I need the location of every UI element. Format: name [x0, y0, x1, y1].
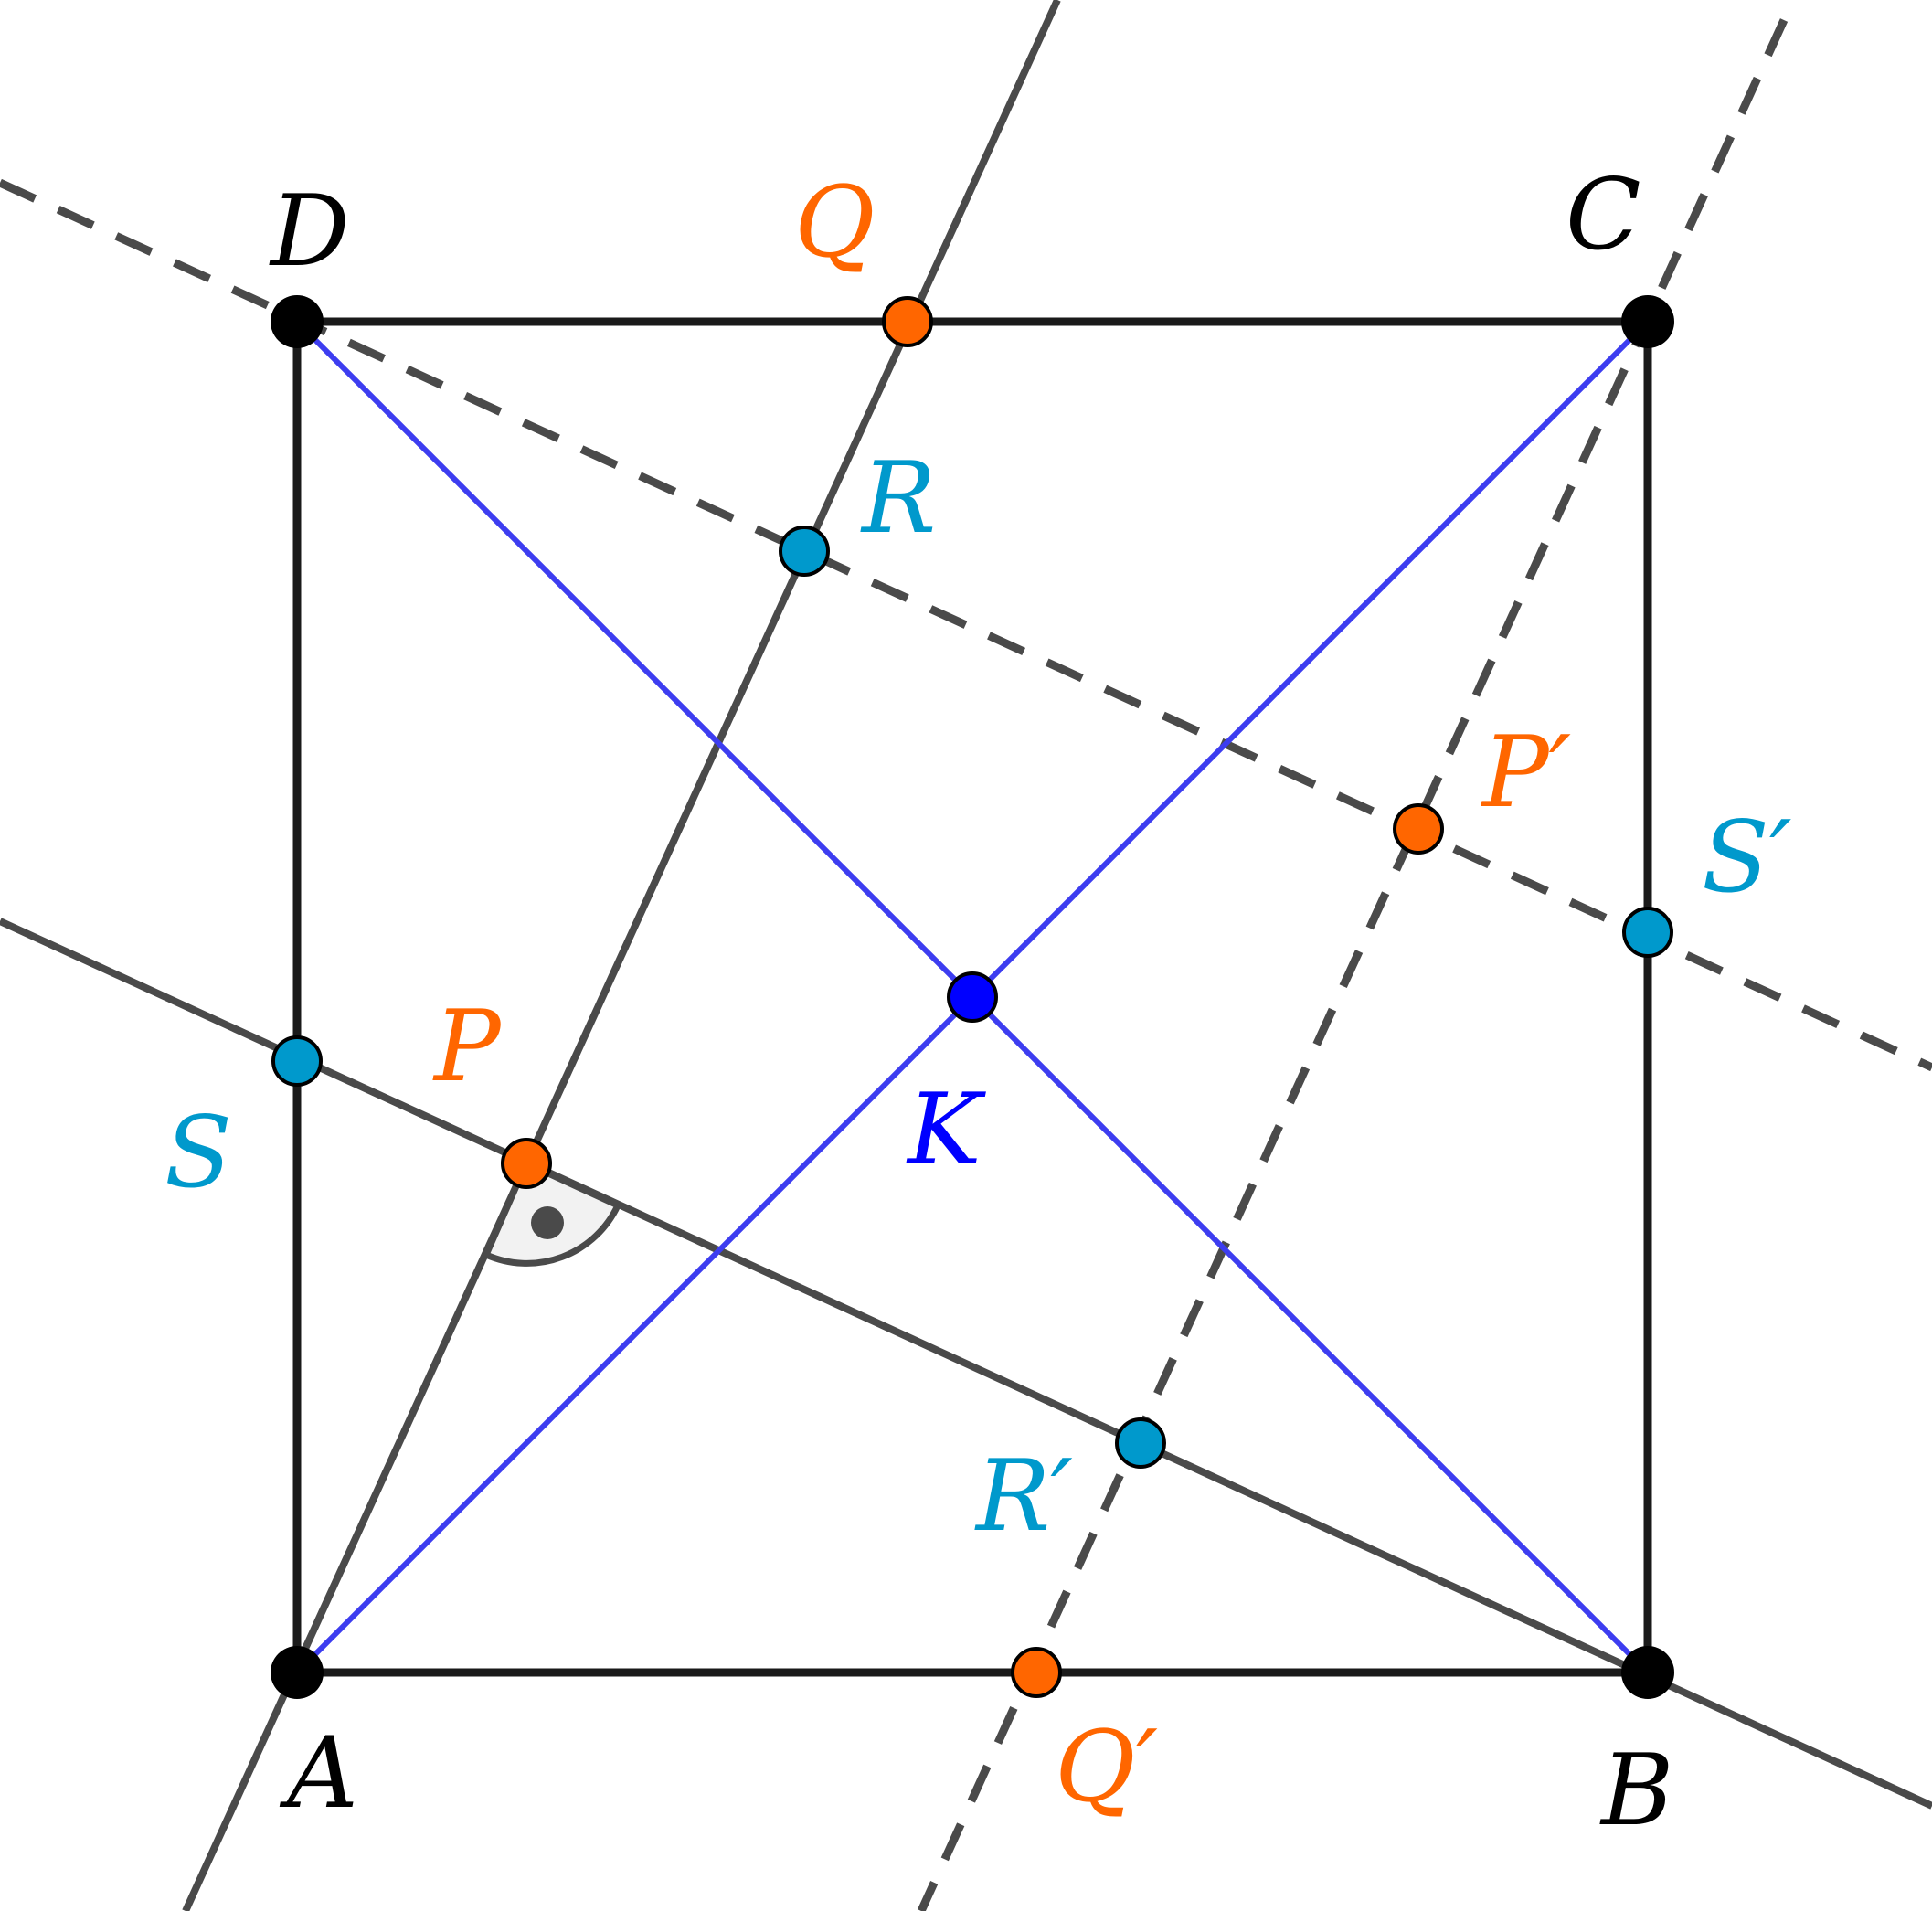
label-s: S [165, 1096, 232, 1210]
point-r-prime [1115, 1417, 1166, 1469]
label-r: R [860, 441, 936, 556]
label-r-prime: R′ [974, 1439, 1073, 1554]
label-p: P [432, 990, 503, 1104]
point-b [1621, 1646, 1674, 1699]
label-q-prime: Q′ [1055, 1710, 1158, 1824]
point-p [501, 1138, 552, 1189]
line-s-b [0, 918, 1932, 1810]
point-d [271, 295, 324, 348]
label-s-prime: S′ [1702, 801, 1792, 915]
label-c: C [1566, 158, 1641, 272]
square-abcd [292, 317, 1652, 1677]
label-q: Q [794, 165, 876, 280]
label-p-prime: P′ [1481, 716, 1571, 830]
label-b: B [1599, 1734, 1673, 1848]
point-k [947, 971, 998, 1023]
label-a: A [279, 1716, 358, 1831]
point-s-prime [1622, 907, 1673, 958]
point-p-prime [1393, 803, 1444, 855]
right-angle-dot [531, 1206, 564, 1239]
label-k: K [906, 1073, 986, 1187]
point-r [779, 526, 830, 577]
point-s [271, 1035, 323, 1087]
point-q-prime [1011, 1647, 1062, 1698]
point-q [882, 296, 933, 347]
point-a [271, 1646, 324, 1699]
label-d: D [269, 175, 350, 289]
point-c [1621, 295, 1674, 348]
